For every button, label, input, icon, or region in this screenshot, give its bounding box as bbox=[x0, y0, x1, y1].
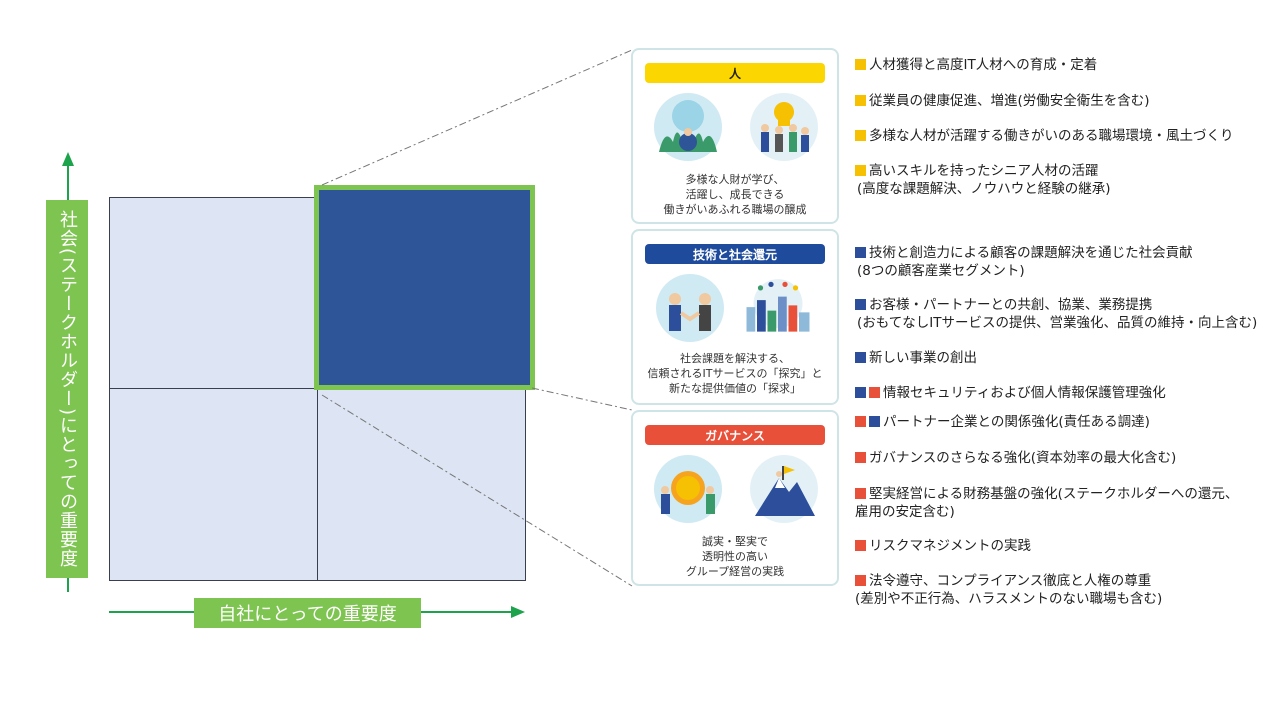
list-item: パートナー企業との関係強化(責任ある調達) bbox=[855, 413, 1150, 431]
caption-line: 働きがいあふれる職場の醸成 bbox=[663, 203, 807, 216]
caption-line: 透明性の高い bbox=[702, 550, 768, 563]
item-line: (おもてなしITサービスの提供、営業強化、品質の維持・向上含む) bbox=[857, 315, 1258, 331]
list-item: 多様な人材が活躍する働きがいのある職場環境・風土づくり bbox=[855, 127, 1234, 145]
team-idea-icon bbox=[750, 93, 818, 161]
item-line: 人材獲得と高度IT人材への育成・定着 bbox=[855, 56, 1097, 74]
item-line: お客様・パートナーとの共創、協業、業務提携 bbox=[855, 296, 1257, 314]
item-text: 人材獲得と高度IT人材への育成・定着 bbox=[869, 57, 1098, 73]
panel-technology-title: 技術と社会還元 bbox=[645, 244, 825, 264]
coin-team-icon bbox=[654, 455, 722, 523]
matrix-cell-top-left bbox=[109, 197, 319, 389]
red-marker bbox=[855, 540, 866, 551]
list-item: リスクマネジメントの実践 bbox=[855, 537, 1031, 555]
caption-line: 活躍し、成長できる bbox=[685, 188, 785, 201]
yellow-marker bbox=[855, 95, 866, 106]
item-line: (差別や不正行為、ハラスメントのない職場も含む) bbox=[855, 591, 1163, 607]
item-line: 堅実経営による財務基盤の強化(ステークホルダーへの還元、 bbox=[855, 485, 1238, 503]
list-item: ガバナンスのさらなる強化(資本効率の最大化含む) bbox=[855, 449, 1176, 467]
smart-city-icon bbox=[746, 279, 810, 332]
item-text: 従業員の健康促進、増進(労働安全衛生を含む) bbox=[869, 93, 1150, 109]
item-line: (高度な課題解決、ノウハウと経験の継承) bbox=[857, 181, 1111, 197]
list-item: 堅実経営による財務基盤の強化(ステークホルダーへの還元、 雇用の安定含む) bbox=[855, 485, 1238, 521]
item-line: ガバナンスのさらなる強化(資本効率の最大化含む) bbox=[855, 449, 1176, 467]
item-text: 法令遵守、コンプライアンス徹底と人権の尊重 bbox=[869, 573, 1152, 589]
caption-line: 新たな提供価値の「探求」 bbox=[669, 382, 801, 395]
list-item: 人材獲得と高度IT人材への育成・定着 bbox=[855, 56, 1097, 74]
caption-line: 信頼されるITサービスの「探究」と bbox=[647, 367, 823, 380]
item-line: パートナー企業との関係強化(責任ある調達) bbox=[855, 413, 1150, 431]
caption-line: 社会課題を解決する、 bbox=[680, 352, 790, 365]
blue-marker bbox=[855, 387, 866, 398]
x-axis-label: 自社にとっての重要度 bbox=[194, 598, 421, 628]
red-marker bbox=[855, 488, 866, 499]
item-line: 法令遵守、コンプライアンス徹底と人権の尊重 bbox=[855, 572, 1162, 590]
list-item: 法令遵守、コンプライアンス徹底と人権の尊重 (差別や不正行為、ハラスメントのない… bbox=[855, 572, 1162, 608]
blue-marker bbox=[855, 352, 866, 363]
matrix-cell-highlight bbox=[314, 185, 535, 390]
matrix-cell-bottom-right bbox=[317, 388, 526, 581]
item-text: リスクマネジメントの実践 bbox=[869, 538, 1031, 554]
panel-governance-title: ガバナンス bbox=[645, 425, 825, 445]
list-item: 技術と創造力による顧客の課題解決を通じた社会貢献 (8つの顧客産業セグメント) bbox=[855, 244, 1193, 280]
panel-governance-caption: 誠実・堅実で 透明性の高い グループ経営の実践 bbox=[639, 534, 831, 579]
item-text: パートナー企業との関係強化(責任ある調達) bbox=[883, 414, 1150, 430]
list-item: 高いスキルを持ったシニア人材の活躍 (高度な課題解決、ノウハウと経験の継承) bbox=[855, 162, 1111, 198]
red-marker bbox=[855, 416, 866, 427]
item-line: 高いスキルを持ったシニア人材の活躍 bbox=[855, 162, 1111, 180]
panel-people-caption: 多様な人財が学び、 活躍し、成長できる 働きがいあふれる職場の醸成 bbox=[639, 172, 831, 217]
yellow-marker bbox=[855, 59, 866, 70]
blue-marker bbox=[855, 299, 866, 310]
item-text: ガバナンスのさらなる強化(資本効率の最大化含む) bbox=[869, 450, 1177, 466]
y-axis-label: 社会(ステークホルダー)にとっての重要度 bbox=[46, 200, 88, 578]
item-line: 技術と創造力による顧客の課題解決を通じた社会貢献 bbox=[855, 244, 1193, 262]
panel-people-title: 人 bbox=[645, 63, 825, 83]
red-marker bbox=[855, 575, 866, 586]
item-text: 技術と創造力による顧客の課題解決を通じた社会貢献 bbox=[869, 245, 1193, 261]
item-text: 多様な人材が活躍する働きがいのある職場環境・風土づくり bbox=[869, 128, 1234, 144]
caption-line: 多様な人財が学び、 bbox=[685, 173, 785, 186]
x-axis-arrowhead bbox=[511, 606, 525, 618]
item-line: 従業員の健康促進、増進(労働安全衛生を含む) bbox=[855, 92, 1150, 110]
item-text: 堅実経営による財務基盤の強化(ステークホルダーへの還元、 bbox=[869, 486, 1239, 502]
yellow-marker bbox=[855, 165, 866, 176]
item-text: 新しい事業の創出 bbox=[869, 350, 977, 366]
red-marker bbox=[869, 387, 880, 398]
panel-people: 人 多様な人財が学び、 活躍し、成長できる 働きがいあふれる職場の醸成 bbox=[631, 48, 839, 224]
handshake-icon bbox=[656, 274, 724, 342]
blue-marker bbox=[855, 247, 866, 258]
connector-line-mid bbox=[531, 387, 633, 411]
caption-line: 誠実・堅実で bbox=[702, 535, 768, 548]
item-line: 新しい事業の創出 bbox=[855, 349, 977, 367]
connector-line-bottom bbox=[321, 394, 633, 587]
panel-technology-caption: 社会課題を解決する、 信頼されるITサービスの「探究」と 新たな提供価値の「探求… bbox=[639, 351, 831, 396]
yellow-marker bbox=[855, 130, 866, 141]
list-item: 従業員の健康促進、増進(労働安全衛生を含む) bbox=[855, 92, 1150, 110]
people-growth-icon bbox=[654, 93, 722, 161]
list-item: 新しい事業の創出 bbox=[855, 349, 977, 367]
item-text: 高いスキルを持ったシニア人材の活躍 bbox=[869, 163, 1099, 179]
item-line: リスクマネジメントの実践 bbox=[855, 537, 1031, 555]
item-line: 多様な人材が活躍する働きがいのある職場環境・風土づくり bbox=[855, 127, 1234, 145]
list-item: 情報セキュリティおよび個人情報保護管理強化 bbox=[855, 384, 1166, 402]
blue-marker bbox=[869, 416, 880, 427]
caption-line: グループ経営の実践 bbox=[685, 565, 785, 578]
panel-technology: 技術と社会還元 社会課題を解決する、 信頼されるITサービスの「探究」と 新たな… bbox=[631, 229, 839, 405]
item-line: 情報セキュリティおよび個人情報保護管理強化 bbox=[855, 384, 1166, 402]
item-text: 情報セキュリティおよび個人情報保護管理強化 bbox=[883, 385, 1166, 401]
list-item: お客様・パートナーとの共創、協業、業務提携 (おもてなしITサービスの提供、営業… bbox=[855, 296, 1257, 332]
item-text: お客様・パートナーとの共創、協業、業務提携 bbox=[869, 297, 1153, 313]
y-axis-arrowhead bbox=[62, 152, 74, 166]
connector-line-top bbox=[321, 49, 633, 186]
red-marker bbox=[855, 452, 866, 463]
mountain-summit-icon bbox=[750, 455, 818, 523]
matrix-cell-bottom-left bbox=[109, 388, 319, 581]
panel-governance: ガバナンス 誠実・堅実で 透明性の高い グループ経営の実践 bbox=[631, 410, 839, 586]
item-line: (8つの顧客産業セグメント) bbox=[857, 263, 1025, 279]
item-line: 雇用の安定含む) bbox=[855, 504, 955, 520]
